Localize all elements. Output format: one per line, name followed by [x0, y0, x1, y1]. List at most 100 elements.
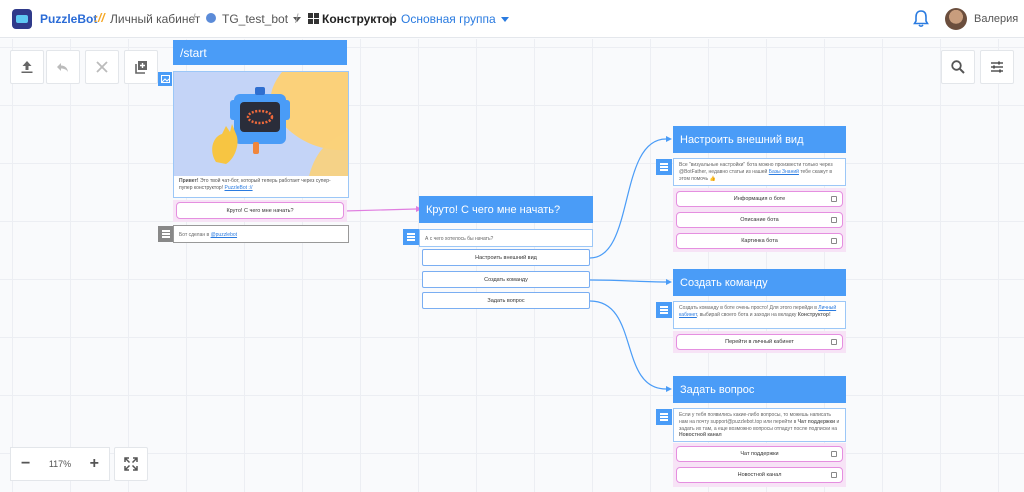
- start-text-link[interactable]: PuzzleBot ://: [224, 184, 253, 191]
- footer-link[interactable]: @puzzlebot: [210, 232, 238, 238]
- command-message-text[interactable]: Создать команду в боте очень просто! Для…: [673, 301, 846, 329]
- search-button[interactable]: [941, 50, 975, 84]
- command-text-2: , выбирай своего бота и заходи на вкладк…: [696, 311, 798, 318]
- button-label: Описание бота: [740, 217, 779, 223]
- button-create-command[interactable]: Создать команду: [422, 271, 590, 288]
- button-bot-info[interactable]: Информация о боте: [676, 191, 843, 207]
- upload-icon: [21, 61, 33, 73]
- zoom-out-button[interactable]: −: [21, 455, 31, 472]
- chevron-down-icon: [293, 17, 302, 23]
- text-icon: [158, 226, 174, 242]
- text-icon: [403, 229, 419, 245]
- news-channel-bold: Новостной канал: [679, 432, 722, 439]
- start-message-card[interactable]: Привет! Это твой чат-бот, который теперь…: [173, 71, 349, 198]
- sliders-icon: [991, 61, 1003, 73]
- knowledge-base-link[interactable]: Базы Знаний: [768, 168, 799, 175]
- external-link-icon: [831, 196, 837, 202]
- close-icon: [96, 61, 108, 73]
- button-label: Чат поддержки: [740, 451, 779, 457]
- command-text-bold: Конструктор!: [797, 311, 831, 318]
- external-link-icon: [831, 451, 837, 457]
- username[interactable]: Валерия: [974, 13, 1019, 25]
- question-text-2: и задать их там, а еще возможно вопросы …: [679, 418, 840, 432]
- button-label: Информация о боте: [733, 196, 786, 202]
- button-go-to-cabinet[interactable]: Перейти в личный кабинет: [676, 334, 843, 350]
- button-bot-picture[interactable]: Картинка бота: [676, 233, 843, 249]
- logo-text[interactable]: PuzzleBot: [40, 12, 98, 26]
- avatar[interactable]: [945, 8, 967, 30]
- button-label: Перейти в личный кабинет: [725, 339, 794, 345]
- breadcrumb-separator: /: [295, 11, 299, 26]
- arrow-head: [666, 386, 672, 392]
- node-title-appearance[interactable]: Настроить внешний вид: [673, 126, 846, 153]
- button-label: Новостной канал: [737, 472, 782, 478]
- breadcrumb-constructor[interactable]: Конструктор: [322, 12, 397, 26]
- external-link-icon: [831, 217, 837, 223]
- node-title-command[interactable]: Создать команду: [673, 269, 846, 296]
- footer-text: Бот сделан в: [179, 232, 211, 238]
- search-icon: [951, 60, 965, 74]
- button-appearance[interactable]: Настроить внешний вид: [422, 249, 590, 266]
- undo-icon: [57, 63, 68, 72]
- question-message-text[interactable]: Если у тебя появились какие-либо вопросы…: [673, 408, 846, 442]
- chevron-down-icon: [500, 17, 509, 23]
- duplicate-button[interactable]: [124, 50, 158, 84]
- breadcrumb-separator: /: [388, 11, 392, 26]
- puzzlebot-logo-icon[interactable]: [12, 9, 32, 29]
- appearance-message-text[interactable]: Все "визуальные настройки" бота можно пр…: [673, 158, 846, 186]
- bell-icon[interactable]: [913, 10, 929, 28]
- cool-message-text[interactable]: А с чего хотелось бы начать?: [419, 229, 593, 247]
- settings-button[interactable]: [980, 50, 1014, 84]
- appearance-text: Все "визуальные настройки" бота можно пр…: [679, 162, 833, 175]
- start-footer-card[interactable]: Бот сделан в @puzzlebot: [173, 225, 349, 243]
- start-text-bold: Привет!: [179, 178, 199, 184]
- bot-selector[interactable]: TG_test_bot: [222, 12, 302, 26]
- node-title-question[interactable]: Задать вопрос: [673, 376, 846, 403]
- button-news-channel[interactable]: Новостной канал: [676, 467, 843, 483]
- group-name: Основная группа: [401, 12, 496, 26]
- command-text: Создать команду в боте очень просто! Для…: [679, 305, 819, 311]
- cabinet-link[interactable]: Личный кабинет: [679, 305, 837, 318]
- bot-name: TG_test_bot: [222, 12, 289, 26]
- connection-cool-appearance: [589, 138, 667, 259]
- appearance-text-2: тебе скажут в этом помочь 👍: [679, 168, 833, 182]
- button-cool-start[interactable]: Круто! С чего мне начать?: [176, 202, 344, 219]
- text-icon: [656, 409, 672, 425]
- breadcrumb-cabinet[interactable]: Личный кабинет: [110, 12, 201, 26]
- group-selector[interactable]: Основная группа: [401, 12, 509, 26]
- zoom-in-button[interactable]: +: [89, 455, 99, 472]
- fit-screen-button[interactable]: [114, 447, 148, 481]
- connection-cool-command: [589, 279, 667, 283]
- question-text: Если у тебя появились какие-либо вопросы…: [679, 412, 832, 425]
- undo-button[interactable]: [46, 50, 80, 84]
- image-icon[interactable]: [158, 72, 172, 86]
- button-bot-description[interactable]: Описание бота: [676, 212, 843, 228]
- expand-icon: [124, 457, 138, 471]
- text-icon: [656, 159, 672, 175]
- button-ask-question[interactable]: Задать вопрос: [422, 292, 590, 309]
- button-label: Картинка бота: [741, 238, 778, 244]
- arrow-head: [666, 279, 672, 285]
- grid-icon: [308, 13, 319, 24]
- robot-illustration: [174, 72, 348, 176]
- logo-slash: ://: [94, 11, 105, 25]
- upload-button[interactable]: [10, 50, 44, 84]
- delete-button[interactable]: [85, 50, 119, 84]
- text-icon: [656, 302, 672, 318]
- zoom-level: 117%: [48, 459, 72, 469]
- connection-start-cool: [343, 208, 417, 212]
- start-message-text: Привет! Это твой чат-бот, который теперь…: [174, 176, 348, 194]
- top-bar: PuzzleBot :// Личный кабинет / TG_test_b…: [0, 0, 1024, 38]
- breadcrumb-separator: /: [192, 11, 196, 26]
- start-text: Это твой чат-бот, который теперь работае…: [179, 178, 331, 191]
- bot-icon: [206, 13, 216, 23]
- external-link-icon: [831, 472, 837, 478]
- node-title-start[interactable]: /start: [173, 40, 347, 65]
- external-link-icon: [831, 238, 837, 244]
- node-title-cool[interactable]: Круто! С чего мне начать?: [419, 196, 593, 223]
- button-support-chat[interactable]: Чат поддержки: [676, 446, 843, 462]
- external-link-icon: [831, 339, 837, 345]
- arrow-head: [666, 136, 672, 142]
- connection-cool-question: [589, 300, 667, 390]
- copy-icon: [135, 61, 147, 74]
